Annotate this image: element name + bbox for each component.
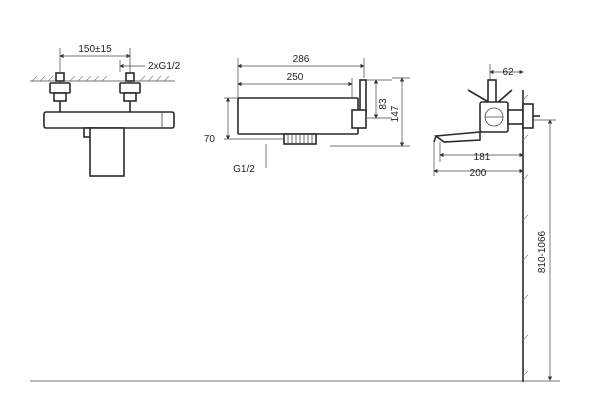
dim-outlet-height: 70 — [204, 134, 216, 145]
dim-spacing: 150±15 — [78, 44, 112, 55]
dim-connection-size: 2xG1/2 — [148, 61, 181, 72]
dim-total-length: 286 — [293, 54, 310, 65]
dim-body-length: 250 — [287, 72, 304, 83]
dim-lever-height: 83 — [378, 98, 389, 110]
wall-hatch-side — [522, 94, 529, 377]
dim-total-projection: 200 — [470, 168, 487, 179]
end-view: 62 181 200 810-1066 — [433, 64, 556, 382]
dim-mounting-height: 810-1066 — [537, 230, 548, 273]
wall-hatch-top — [31, 75, 170, 82]
dim-total-height: 147 — [390, 105, 401, 122]
front-view: 150±15 2xG1/2 — [30, 44, 181, 177]
dim-spout-projection: 181 — [474, 152, 491, 163]
side-view: 286 250 70 83 147 — [204, 54, 410, 175]
dim-projection-top: 62 — [502, 67, 514, 78]
dim-outlet-thread: G1/2 — [233, 164, 255, 175]
